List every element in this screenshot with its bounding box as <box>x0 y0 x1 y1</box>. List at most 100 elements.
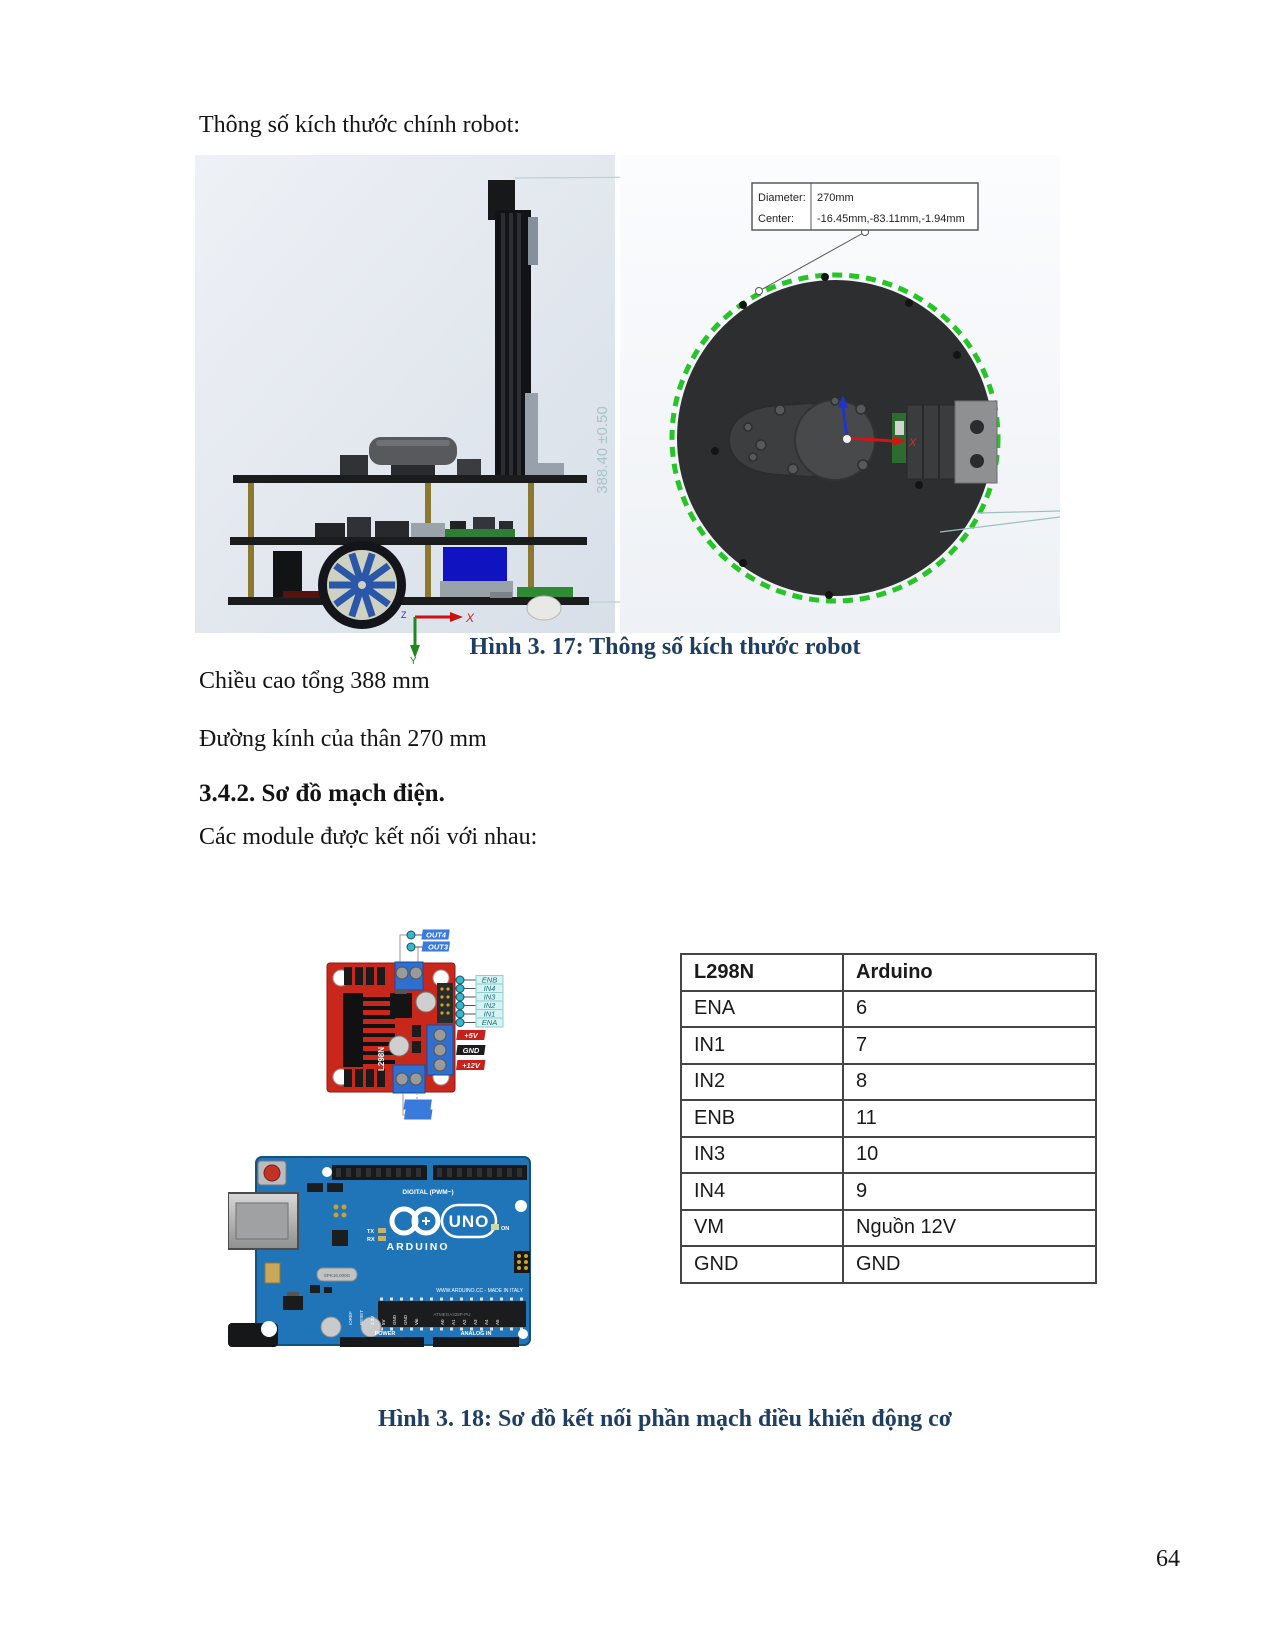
table-cell: 10 <box>842 1135 1097 1174</box>
center-value: -16.45mm,-83.11mm,-1.94mm <box>817 213 965 225</box>
svg-text:A5: A5 <box>495 1319 500 1325</box>
tx-label: TX <box>367 1229 374 1235</box>
axis-z-label: Z <box>401 610 407 620</box>
table-row: IN2 8 <box>680 1062 1097 1101</box>
table-cell: 6 <box>842 989 1097 1028</box>
table-cell: IN3 <box>680 1135 844 1174</box>
diameter-value: 270mm <box>817 192 854 204</box>
sensor-bracket <box>892 400 998 484</box>
axis-y-label: Y <box>410 656 417 665</box>
table-cell: IN4 <box>680 1172 844 1211</box>
origin-label: WWW.ARDUINO.CC - MADE IN ITALY <box>436 1288 523 1294</box>
top-view-axes: X <box>838 395 917 449</box>
arduino-logo <box>389 1206 441 1236</box>
arduino-board-illustration: DIGITAL (PWM~) UNO ARDUINO TX RX ON <box>228 1156 531 1347</box>
pin-label-ena: ENA <box>482 1018 497 1027</box>
table-cell: 7 <box>842 1026 1097 1065</box>
svg-text:GND: GND <box>392 1314 397 1325</box>
lidar-unit <box>340 437 481 475</box>
analog-header-label: ANALOG IN <box>461 1331 492 1337</box>
l298n-board-illustration: OUT4 OUT3 <box>326 929 504 1120</box>
power-pin-labels: IOREF RESET 3.3V 5V GND GND Vin <box>348 1310 419 1325</box>
out3-label: OUT3 <box>428 943 449 952</box>
table-cell: ENA <box>680 989 844 1028</box>
svg-text:A1: A1 <box>451 1319 456 1325</box>
intro-paragraph: Thông số kích thước chính robot: <box>199 112 520 138</box>
figure-18-caption: Hình 3. 18: Sơ đồ kết nối phần mạch điều… <box>377 1406 953 1432</box>
svg-text:GND: GND <box>403 1314 408 1325</box>
svg-text:RESET: RESET <box>359 1310 364 1325</box>
drive-wheel <box>318 541 406 629</box>
power-header-label: POWER <box>375 1331 396 1337</box>
pin-label-in3: IN3 <box>484 993 497 1002</box>
svg-text:Vin: Vin <box>414 1318 419 1325</box>
table-cell: Nguồn 12V <box>842 1208 1097 1247</box>
power-label-5v: +5V <box>464 1031 479 1040</box>
power-label-gnd: GND <box>463 1046 480 1055</box>
pin-label-in4: IN4 <box>484 984 496 993</box>
top-axis-x-label: X <box>908 437 917 449</box>
power-label-12v: +12V <box>462 1061 481 1070</box>
table-cell: ENB <box>680 1099 844 1138</box>
page-number: 64 <box>1156 1546 1180 1572</box>
table-cell: 9 <box>842 1172 1097 1211</box>
table-cell: GND <box>842 1245 1097 1284</box>
out2-label: OUT2 <box>431 1101 452 1110</box>
diameter-label: Diameter: <box>758 192 806 204</box>
l298n-power-pins: +5V GND +12V <box>455 1030 486 1070</box>
svg-text:A0: A0 <box>440 1319 445 1325</box>
height-text-line: Chiều cao tổng 388 mm <box>199 668 430 694</box>
svg-text:3.3V: 3.3V <box>370 1316 375 1325</box>
table-row: GND GND <box>680 1245 1097 1284</box>
table-header-l298n: L298N <box>680 953 844 992</box>
table-row: IN1 7 <box>680 1026 1097 1065</box>
table-cell: IN2 <box>680 1062 844 1101</box>
figure-17-caption: Hình 3. 17: Thông số kích thước robot <box>469 634 861 660</box>
on-led-label: ON <box>501 1226 509 1232</box>
crystal-label: SPK16.000G <box>324 1273 351 1278</box>
table-cell: 11 <box>842 1099 1097 1138</box>
rx-label: RX <box>367 1237 375 1243</box>
center-label: Center: <box>758 213 794 225</box>
robot-side-view: Z X Y <box>195 155 615 665</box>
analog-pin-labels: A0 A1 A2 A3 A4 A5 <box>440 1319 500 1325</box>
out4-label: OUT4 <box>426 931 447 940</box>
table-row: IN4 9 <box>680 1172 1097 1211</box>
table-row: IN3 10 <box>680 1135 1097 1174</box>
height-dimension-text: 388.40 ±0.50 <box>594 406 611 493</box>
side-view-axes: Z X Y <box>401 610 475 665</box>
svg-text:5V: 5V <box>381 1319 386 1325</box>
pin-label-in2: IN2 <box>484 1001 497 1010</box>
table-row: ENA 6 <box>680 989 1097 1028</box>
diameter-text-line: Đường kính của thân 270 mm <box>199 726 487 752</box>
table-row: ENB 11 <box>680 1099 1097 1138</box>
l298n-signal-pins: ENB IN4 IN3 IN2 IN1 ENA <box>455 975 504 1028</box>
table-cell: GND <box>680 1245 844 1284</box>
table-header-row: L298N Arduino <box>680 953 1097 992</box>
svg-text:A4: A4 <box>484 1319 489 1325</box>
table-header-arduino: Arduino <box>842 953 1097 992</box>
digital-header-label: DIGITAL (PWM~) <box>402 1189 453 1196</box>
uno-model-label: UNO <box>449 1212 490 1231</box>
measurement-info-box: Diameter: 270mm Center: -16.45mm,-83.11m… <box>751 182 979 231</box>
svg-text:IOREF: IOREF <box>348 1311 353 1325</box>
l298n-silkscreen-label: L298N <box>377 1047 386 1071</box>
figure-17-robot-dimensions: Z X Y 388.40 ±0.50 <box>195 155 1060 665</box>
section-heading: 3.4.2. Sơ đồ mạch điện. <box>199 780 445 807</box>
arduino-brand-label: ARDUINO <box>387 1241 450 1253</box>
out1-label: OUT1 <box>433 1111 453 1120</box>
chip-label: ATMEGA328P-PU <box>434 1312 471 1317</box>
svg-text:A2: A2 <box>462 1319 467 1325</box>
motor-assembly <box>727 396 876 481</box>
pin-label-in1: IN1 <box>484 1010 496 1019</box>
svg-text:A3: A3 <box>473 1319 478 1325</box>
modules-text-line: Các module được kết nối với nhau: <box>199 824 538 850</box>
pin-label-enb: ENB <box>482 976 497 985</box>
table-cell: VM <box>680 1208 844 1247</box>
l298n-arduino-connection-table: L298N Arduino ENA 6 IN1 7 IN2 8 ENB 11 I… <box>680 953 1097 1284</box>
table-cell: IN1 <box>680 1026 844 1065</box>
selected-edge-ring <box>669 272 1001 604</box>
axis-x-label: X <box>465 611 475 625</box>
robot-top-view: X Diameter: 270mm Center: -16.45mm,-83.1… <box>620 155 1060 633</box>
table-row: VM Nguồn 12V <box>680 1208 1097 1247</box>
